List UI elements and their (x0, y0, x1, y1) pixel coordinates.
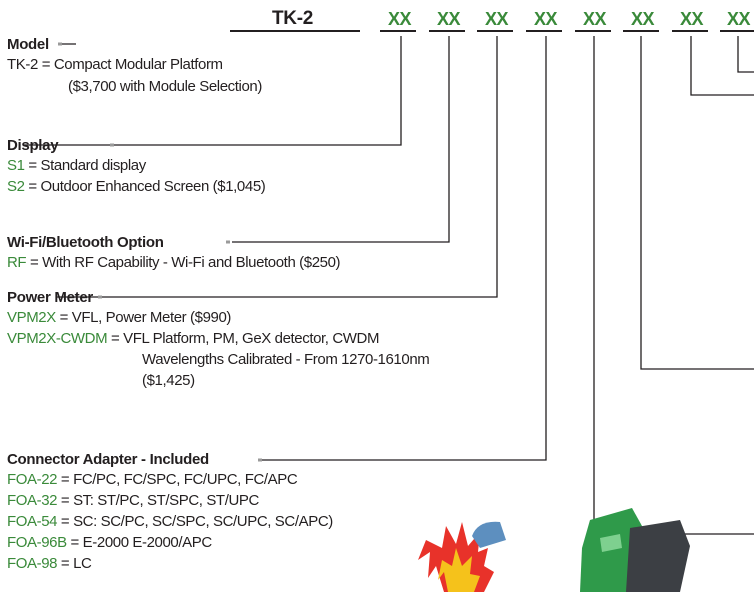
display-option-s1: S1 = Standard display (7, 157, 146, 174)
connector-option-foa98: FOA-98 = LC (7, 555, 91, 572)
model-description: Compact Modular Platform (54, 56, 223, 73)
connector-option-foa32: FOA-32 = ST: ST/PC, ST/SPC, ST/UPC (7, 492, 259, 509)
green-device-graphic (580, 508, 690, 592)
power-option-vpm2x: VPM2X = VFL, Power Meter ($990) (7, 309, 231, 326)
power-option-cwdm-cont-2: ($1,425) (142, 372, 195, 389)
connector-option-foa96b: FOA-96B = E-2000 E-2000/APC (7, 534, 212, 551)
model-heading: Model (7, 36, 49, 53)
wifi-option-rf: RF = With RF Capability - Wi-Fi and Blue… (7, 254, 340, 271)
display-option-s2: S2 = Outdoor Enhanced Screen ($1,045) (7, 178, 265, 195)
model-line-1: TK-2 = Compact Modular Platform (7, 56, 223, 73)
power-option-cwdm: VPM2X-CWDM = VFL Platform, PM, GeX detec… (7, 330, 379, 347)
connector-option-foa54: FOA-54 = SC: SC/PC, SC/SPC, SC/UPC, SC/A… (7, 513, 333, 530)
display-heading: Display (7, 137, 58, 154)
model-price: ($3,700 with Module Selection) (68, 78, 262, 95)
connector-heading: Connector Adapter - Included (7, 451, 209, 468)
connector-option-foa22: FOA-22 = FC/PC, FC/SPC, FC/UPC, FC/APC (7, 471, 297, 488)
model-code-value: TK-2 (7, 56, 38, 73)
power-option-cwdm-cont-1: Wavelengths Calibrated - From 1270-1610n… (142, 351, 429, 368)
power-meter-heading: Power Meter (7, 289, 93, 306)
wifi-heading: Wi-Fi/Bluetooth Option (7, 234, 164, 251)
